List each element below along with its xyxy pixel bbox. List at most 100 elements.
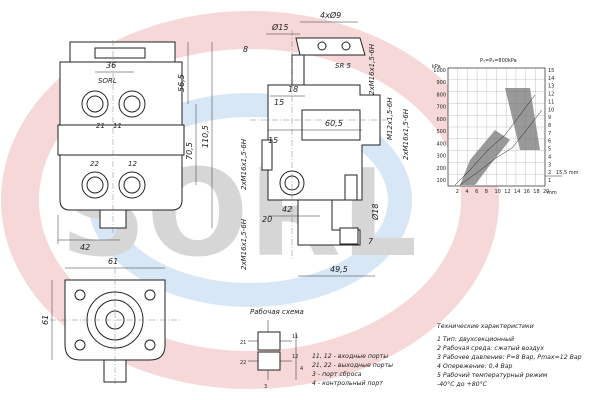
chart-left-tick: 300 — [436, 154, 446, 160]
scheme-port-3: 3 — [264, 384, 267, 390]
chart-right-tick: 2 — [548, 170, 551, 176]
chart-right-tick: 12 — [548, 92, 554, 98]
chart-x-label: mm — [547, 190, 557, 196]
chart-right-tick: 7 — [548, 131, 551, 137]
chart-right-tick: 13 — [548, 84, 554, 90]
chart-right-tick: 6 — [548, 139, 551, 145]
chart-bottom-tick: 16 — [524, 189, 530, 195]
dim-70-5: 70,5 — [185, 142, 194, 160]
dim-15a: 15 — [274, 98, 284, 107]
scheme-legend-2: 21, 22 - выходные порты — [312, 362, 393, 369]
dim-42-side: 42 — [282, 205, 292, 214]
scheme-legend-1: 11, 12 - входные порты — [312, 353, 388, 360]
dim-110-5: 110,5 — [201, 125, 210, 148]
thread-m12: М12х1,5-6Н — [386, 97, 394, 140]
chart-bottom-tick: 10 — [495, 189, 501, 195]
thread-m16-bottom: 2хМ16х1,5-6Н — [240, 218, 248, 270]
specs-item-6: -40°C до +80°C — [437, 380, 488, 388]
chart-left-tick: 1000 — [433, 68, 446, 74]
specs-item-3: 3 Рабочее давление: P=8 Bар, Pmax=12 Bар — [437, 353, 582, 361]
chart-left-tick: 200 — [436, 166, 446, 172]
dim-bottom-61-h: 61 — [41, 315, 50, 325]
scheme-title: Рабочая схема — [250, 308, 304, 316]
dim-top-width: 36 — [106, 61, 116, 70]
side-view: 4xØ9 Ø15 8 SR 5 18 15 60,5 15 42 20 Ø18 … — [240, 10, 410, 277]
chart-right-tick: 4 — [548, 154, 551, 160]
dim-bottom-61-w: 61 — [108, 257, 118, 266]
dim-56-5: 56,5 — [177, 74, 186, 92]
dim-phi18: Ø18 — [370, 204, 380, 221]
chart-right-tick: 10 — [548, 107, 554, 113]
dim-49-5: 49,5 — [330, 265, 348, 274]
scheme-port-22: 22 — [240, 360, 246, 366]
thread-sr5: SR 5 — [335, 62, 352, 70]
scheme-port-21: 21 — [240, 340, 246, 346]
scheme-port-4: 4 — [300, 366, 303, 372]
chart-curve-2 — [459, 109, 543, 186]
chart-annotation: 15,5 mm — [556, 170, 579, 176]
chart-left-tick: 100 — [436, 178, 446, 184]
front-view: 36 SORL 21 11 22 12 42 56,5 70,5 110,5 — [57, 40, 213, 252]
chart-right-tick: 8 — [548, 123, 551, 129]
specs-item-4: 4 Опережение: 0,4 Bар — [437, 363, 513, 370]
chart-bottom-tick: 2 — [456, 189, 459, 195]
port-label-21: 21 — [96, 122, 105, 130]
dim-15b: 15 — [268, 136, 278, 145]
specs-item-5: 5 Рабочий температурный режим — [437, 371, 548, 379]
dim-18: 18 — [288, 85, 298, 94]
thread-m16-right: 2хМ16х1,5-6Н — [402, 108, 410, 160]
dim-bottom-width: 42 — [80, 243, 90, 252]
specs-title: Технические характеристики — [437, 323, 534, 330]
sorl-marking: SORL — [98, 77, 117, 85]
chart-right-tick: 1 — [548, 178, 551, 184]
scheme-legend-3: 3 - порт сброса — [312, 370, 362, 378]
chart-bottom-tick: 18 — [533, 189, 539, 195]
chart-bottom-tick: 4 — [465, 189, 468, 195]
chart-left-tick: 800 — [436, 92, 446, 98]
technical-specs: Технические характеристики 1 Тип: двухсе… — [437, 323, 582, 388]
dim-8: 8 — [243, 45, 248, 54]
specs-item-1: 1 Тип: двухсекционный — [437, 336, 514, 343]
chart-right-tick: 3 — [548, 162, 551, 168]
working-scheme: Рабочая схема 21 22 11 12 3 4 11, 12 - в… — [240, 308, 393, 390]
chart-left-tick: 900 — [436, 80, 446, 86]
port-label-22: 22 — [90, 160, 99, 168]
chart-bottom-tick: 20 — [543, 189, 549, 195]
chart-bottom-tick: 6 — [475, 189, 478, 195]
chart-left-tick: 600 — [436, 117, 446, 123]
dim-bore-15: Ø15 — [271, 22, 288, 32]
chart-left-tick: 500 — [436, 129, 446, 135]
dim-4x9: 4xØ9 — [320, 10, 341, 20]
dim-7: 7 — [368, 237, 374, 246]
scheme-port-12: 12 — [292, 354, 298, 360]
scheme-port-11: 11 — [292, 334, 298, 340]
port-label-11: 11 — [113, 122, 122, 130]
chart-right-tick: 11 — [548, 99, 554, 105]
chart-curve-1 — [454, 94, 536, 186]
bottom-view: 61 61 — [41, 257, 180, 385]
chart-right-tick: 15 — [548, 68, 554, 74]
port-label-12: 12 — [128, 160, 137, 168]
chart-left-axis-label: kPa — [432, 64, 441, 70]
dim-60-5: 60,5 — [325, 119, 343, 128]
chart-left-tick: 700 — [436, 105, 446, 111]
performance-chart: P₁=P₂=800kPa kPa 1000 900 800 700 600 500 400 3… — [432, 58, 579, 196]
chart-region-lower — [460, 130, 510, 185]
chart-title: P₁=P₂=800kPa — [480, 58, 517, 64]
chart-left-tick: 400 — [436, 141, 446, 147]
chart-bottom-tick: 12 — [504, 189, 510, 195]
chart-right-tick: 14 — [548, 76, 554, 82]
chart-left-ticks: 1000 900 800 700 600 500 400 300 200 100 — [433, 68, 446, 184]
scheme-legend-4: 4 - контрольный порт — [312, 380, 383, 387]
thread-m16-top: 2хМ16х1,5-6Н — [368, 43, 376, 95]
chart-region-upper — [505, 88, 540, 150]
thread-m16-left: 2хМ16х1,5-6Н — [240, 138, 248, 190]
chart-right-tick: 5 — [548, 147, 551, 153]
chart-right-tick: 9 — [548, 115, 551, 121]
chart-bottom-tick: 8 — [485, 189, 488, 195]
specs-item-2: 2 Рабочая среда: сжатый воздух — [437, 344, 544, 352]
chart-bottom-tick: 14 — [514, 189, 520, 195]
